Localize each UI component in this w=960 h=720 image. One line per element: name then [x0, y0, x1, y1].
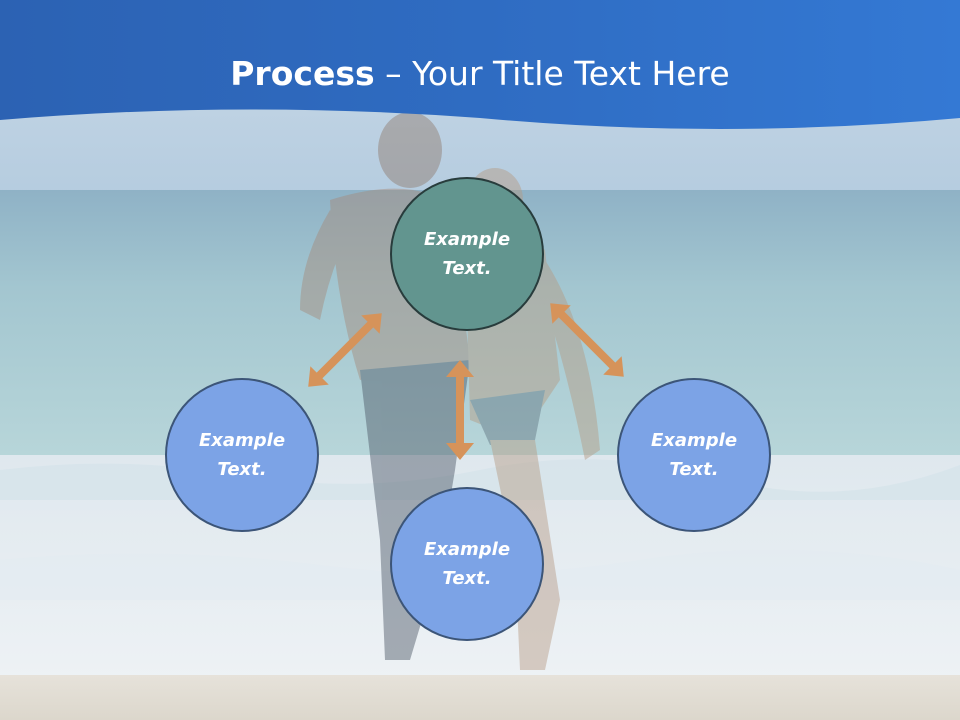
circle-top: Example Text. — [390, 177, 544, 331]
arrow-top-left — [308, 313, 382, 387]
circle-right: Example Text. — [617, 378, 771, 532]
arrows — [308, 303, 624, 460]
circle-left: Example Text. — [165, 378, 319, 532]
circle-right-text: Example Text. — [650, 430, 738, 480]
sand — [0, 675, 960, 720]
arrow-center — [446, 360, 474, 460]
circle-bottom-text: Example Text. — [423, 539, 511, 589]
header-banner — [0, 0, 960, 129]
arrow-top-right — [550, 303, 624, 377]
title-rest: – Your Title Text Here — [374, 54, 730, 93]
circle-top-text: Example Text. — [423, 229, 511, 279]
circle-left-text: Example Text. — [198, 430, 286, 480]
slide-title: Process – Your Title Text Here — [0, 52, 960, 96]
title-bold: Process — [230, 54, 375, 93]
circle-bottom: Example Text. — [390, 487, 544, 641]
